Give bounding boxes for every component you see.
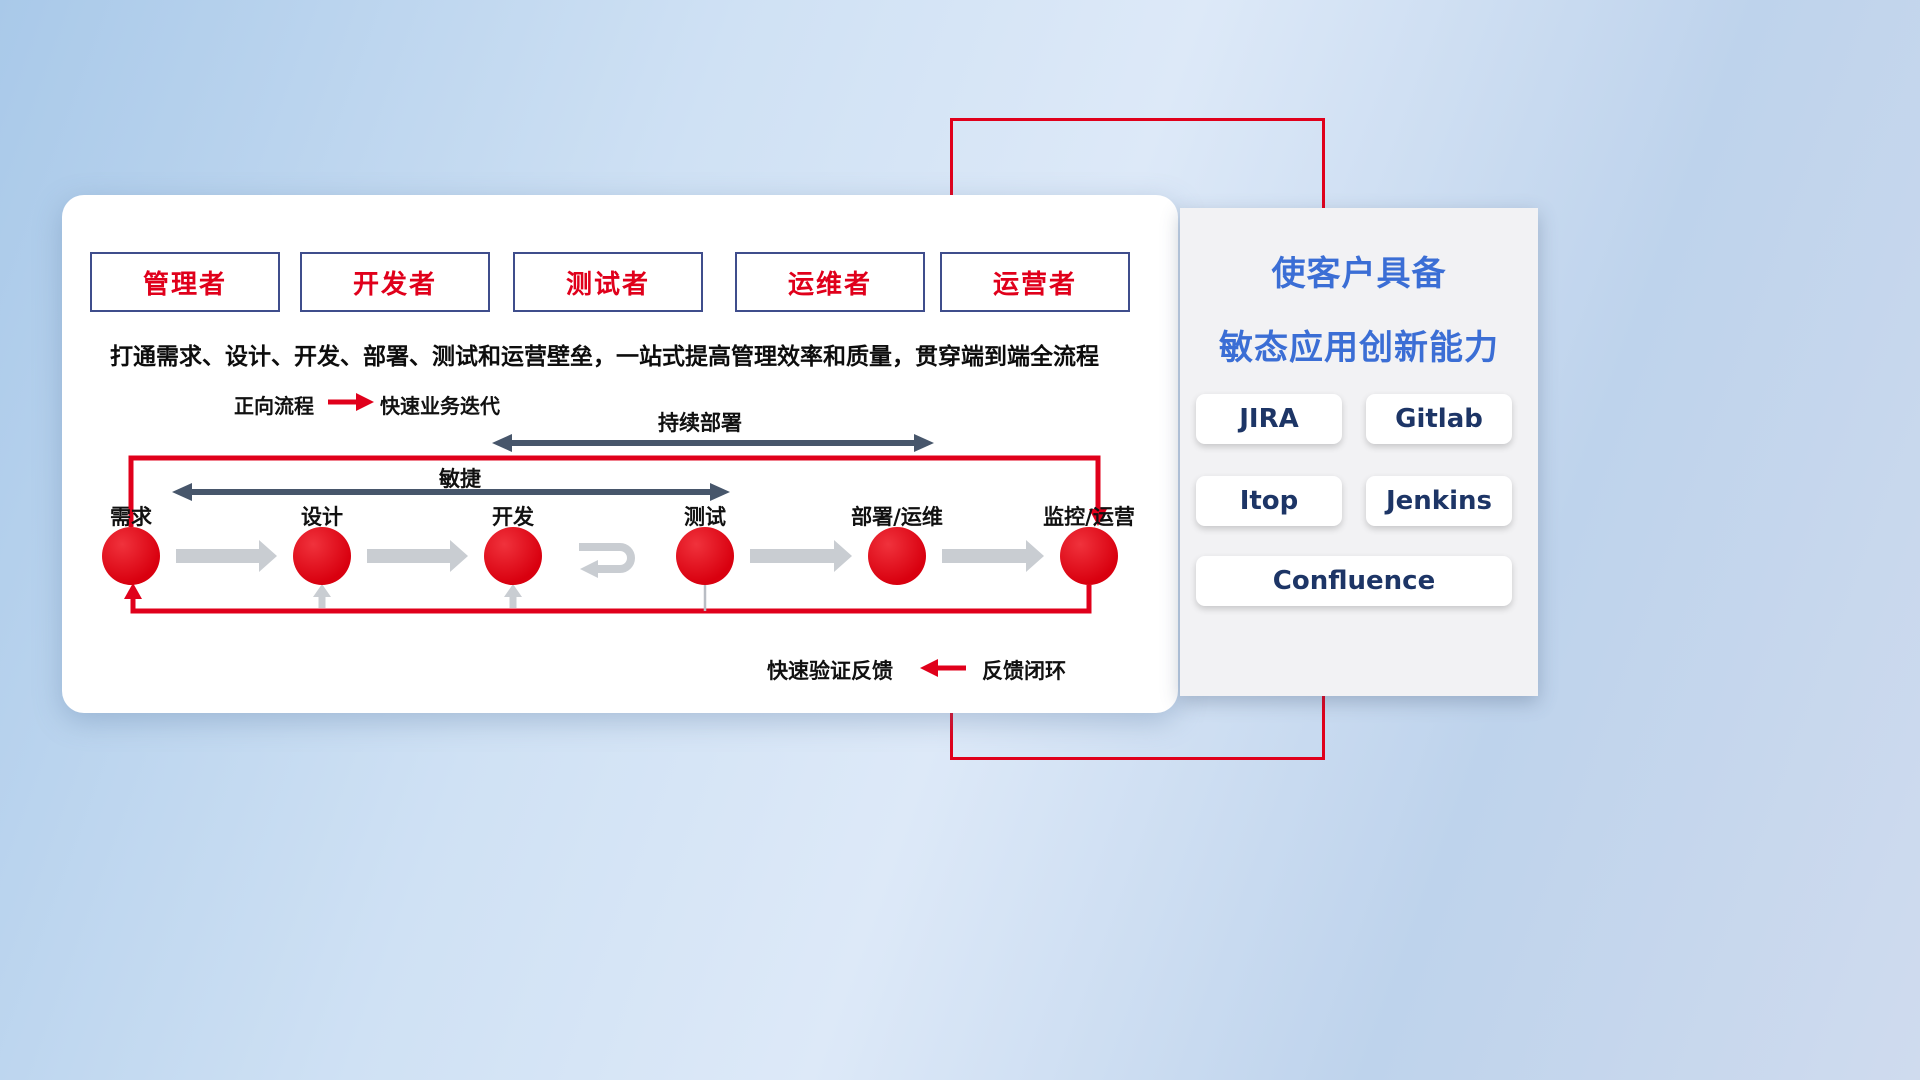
capability-title-line2: 敏态应用创新能力: [1219, 328, 1499, 368]
stage-node-design: [293, 527, 351, 585]
forward-loop-line: [128, 455, 1107, 527]
continuous-deploy-arrow: [492, 434, 934, 452]
feedback-arrow: [920, 659, 966, 677]
stage-node-test: [676, 527, 734, 585]
role-label: 测试者: [565, 269, 650, 300]
stage-node-develop: [484, 527, 542, 585]
tool-jira: JIRA: [1196, 394, 1342, 444]
tool-itop: Itop: [1196, 476, 1342, 526]
feedback-up-arrow-design: [313, 584, 331, 608]
feedback-up-arrow-dev: [504, 584, 522, 608]
stage-node-requirement: [102, 527, 160, 585]
role-label: 运营者: [992, 269, 1077, 300]
legend-forward-arrow: [328, 393, 374, 411]
flow-description: 打通需求、设计、开发、部署、测试和运营壁垒，一站式提高管理效率和质量，贯穿端到端…: [110, 344, 1099, 370]
flow-connectors: [124, 393, 1107, 677]
stage-label-requirement: 需求: [110, 505, 152, 529]
continuous-deploy-label: 持续部署: [658, 411, 742, 435]
stage-label-deploy-ops: 部署/运维: [851, 505, 943, 529]
legend-forward-label: 正向流程: [234, 394, 314, 418]
stage-arrow-5: [942, 540, 1044, 572]
stage-label-test: 测试: [684, 505, 726, 529]
feedback-fast-label: 快速验证反馈: [767, 659, 893, 683]
role-box-ops: 运维者: [735, 252, 925, 312]
role-label: 管理者: [142, 269, 227, 300]
tool-confluence: Confluence: [1196, 556, 1512, 606]
role-box-operator: 运营者: [940, 252, 1130, 312]
stage-label-develop: 开发: [492, 505, 534, 529]
stage-arrow-2: [367, 540, 468, 572]
devops-flow-panel: 管理者 开发者 测试者 运维者 运营者 打通需求、设计、开发、部署、测试和运营壁…: [62, 195, 1178, 713]
legend-forward-desc: 快速业务迭代: [380, 394, 500, 418]
role-box-manager: 管理者: [90, 252, 280, 312]
role-label: 开发者: [352, 269, 437, 300]
capability-panel: 使客户具备 敏态应用创新能力 JIRA Gitlab Itop Jenkins …: [1180, 208, 1538, 696]
feedback-loop-line: [124, 583, 1092, 614]
stage-node-deploy-ops: [868, 527, 926, 585]
stage-node-monitor-op: [1060, 527, 1118, 585]
stage-arrow-1: [176, 540, 277, 572]
tool-jenkins: Jenkins: [1366, 476, 1512, 526]
capability-title-line1: 使客户具备: [1271, 254, 1447, 294]
stage-arrow-4: [750, 540, 852, 572]
stage-label-design: 设计: [301, 505, 343, 529]
role-label: 运维者: [787, 269, 872, 300]
tool-gitlab: Gitlab: [1366, 394, 1512, 444]
stage-label-monitor-op: 监控/运营: [1043, 505, 1135, 529]
agile-label: 敏捷: [439, 467, 481, 491]
iteration-loop-icon: [579, 543, 635, 578]
role-box-developer: 开发者: [300, 252, 490, 312]
feedback-loop-label: 反馈闭环: [982, 659, 1066, 683]
agile-arrow: [172, 483, 730, 501]
role-box-tester: 测试者: [513, 252, 703, 312]
